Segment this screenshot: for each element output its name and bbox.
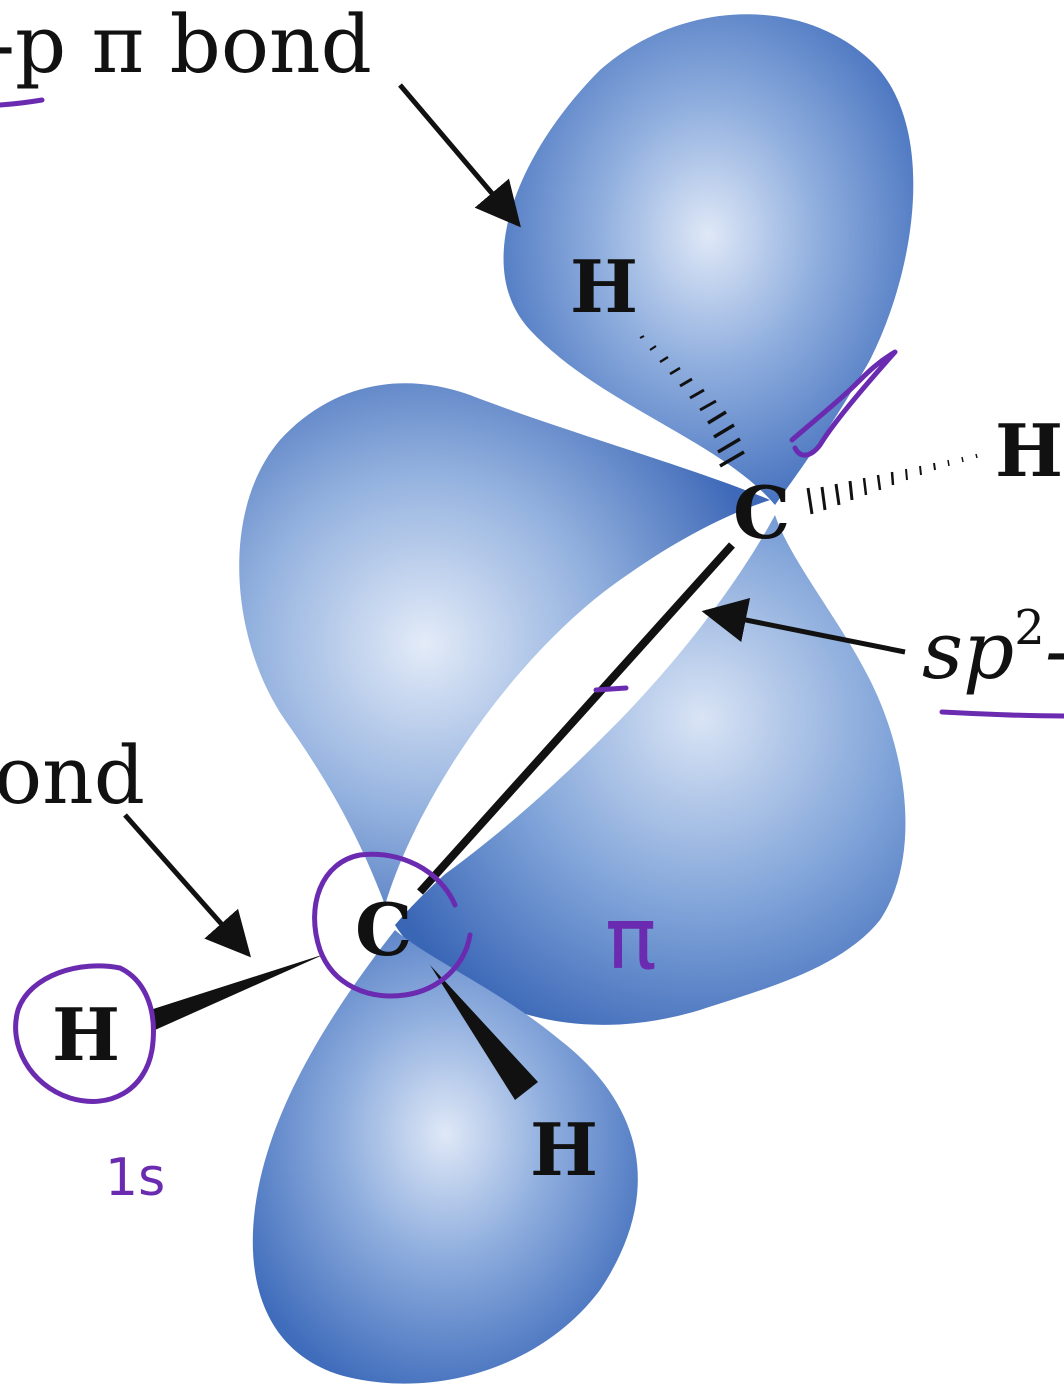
- caption-sp2-bond: sp2-s: [922, 600, 1064, 697]
- carbon-top-label: C: [733, 470, 790, 555]
- caption-sp2-sup: 2: [1014, 600, 1045, 656]
- caption-sp2-main: sp: [922, 604, 1014, 697]
- caption-pi-bond: -p π bond: [0, 0, 372, 91]
- arrow-left-bond: [125, 815, 248, 954]
- hydrogen-bottom-label: H: [530, 1107, 598, 1192]
- hydrogen-top-label: H: [570, 244, 638, 329]
- caption-sp2-suffix: -s: [1045, 604, 1064, 697]
- hydrogen-left-label: H: [52, 992, 120, 1077]
- wedge-bond-left-h: [150, 954, 325, 1030]
- ink-underline-top: [0, 100, 42, 105]
- ink-label-1s: 1s: [105, 1148, 165, 1208]
- ink-underline-right: [942, 712, 1064, 716]
- hydrogen-right-label: H: [995, 408, 1063, 493]
- caption-left-bond: ond: [0, 729, 145, 822]
- carbon-bottom-label: C: [355, 887, 412, 972]
- hashed-bond-right-h: [808, 454, 977, 514]
- ink-dash-center: [596, 688, 626, 690]
- ink-label-pi: π: [605, 889, 657, 989]
- arrow-pi-bond: [400, 85, 518, 224]
